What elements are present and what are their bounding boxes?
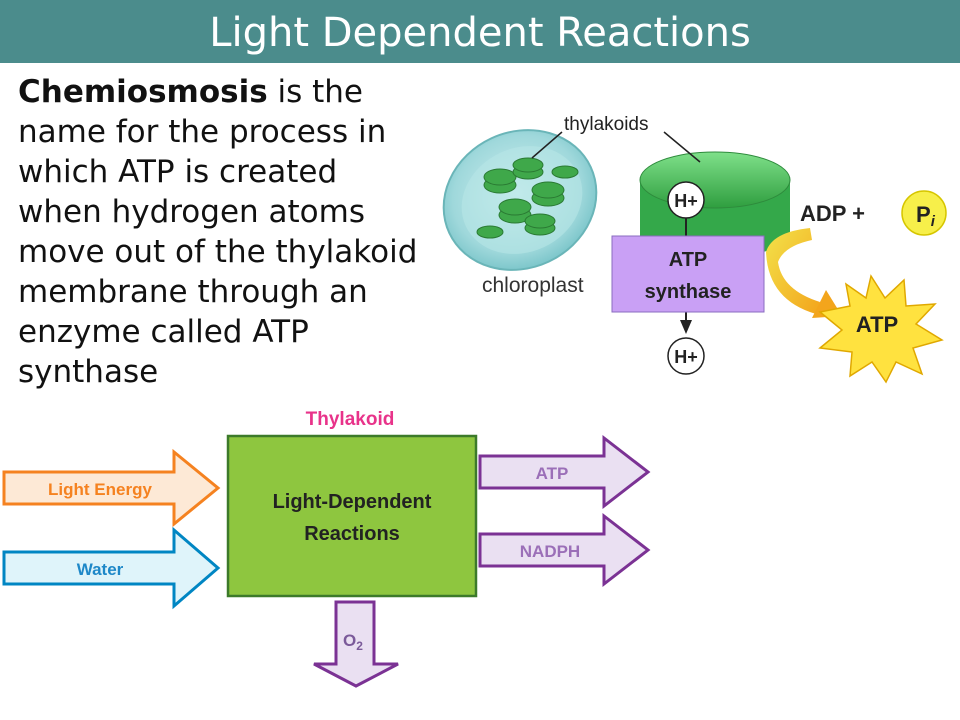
atp-output-arrow (478, 434, 651, 510)
light-energy-label: Light Energy (48, 480, 152, 499)
atp-starburst-label: ATP (856, 312, 898, 337)
process-label-1: Light-Dependent (273, 491, 432, 513)
water-arrow (2, 526, 221, 610)
oxygen-sub: 2 (356, 639, 363, 653)
oxygen-byproduct-arrow (313, 600, 399, 688)
atp-formation-arrow (766, 228, 820, 314)
h-flow-arrowhead (680, 320, 692, 334)
thylakoid-location-label: Thylakoid (306, 409, 395, 430)
intro-paragraph: Chemiosmosis is the name for the process… (18, 72, 418, 392)
process-box (226, 434, 478, 598)
title-bar (0, 0, 960, 63)
phosphate-sub: i (931, 213, 936, 230)
process-label-2: Reactions (304, 523, 400, 545)
atp-synthase-box (611, 235, 765, 313)
oxygen-label: O2 (343, 631, 363, 653)
page-title: Light Dependent Reactions (209, 10, 751, 56)
h-ion-top-label: H+ (674, 191, 698, 211)
light-energy-arrow (2, 448, 221, 528)
chloroplast-illustration (442, 129, 598, 271)
water-label: Water (77, 560, 124, 579)
phosphate-circle (901, 190, 947, 236)
chloroplast-label: chloroplast (482, 274, 584, 297)
atp-starburst (818, 274, 944, 384)
nadph-output-arrow (478, 512, 651, 588)
adp-plus-label: ADP + (800, 201, 865, 226)
atp-synthase-label-1: ATP (669, 249, 708, 271)
intro-term: Chemiosmosis (18, 74, 268, 110)
phosphate-label: Pi (916, 202, 936, 230)
h-ion-top (667, 181, 705, 219)
atp-synthase-label-2: synthase (645, 281, 732, 303)
nadph-output-label: NADPH (520, 542, 580, 561)
atp-output-label: ATP (536, 464, 569, 483)
h-ion-bottom-label: H+ (674, 347, 698, 367)
phosphate-main: P (916, 202, 931, 227)
intro-rest: is the name for the process in which ATP… (18, 74, 418, 390)
thylakoids-label: thylakoids (564, 114, 649, 135)
oxygen-main: O (343, 631, 356, 650)
h-ion-bottom (667, 337, 705, 375)
